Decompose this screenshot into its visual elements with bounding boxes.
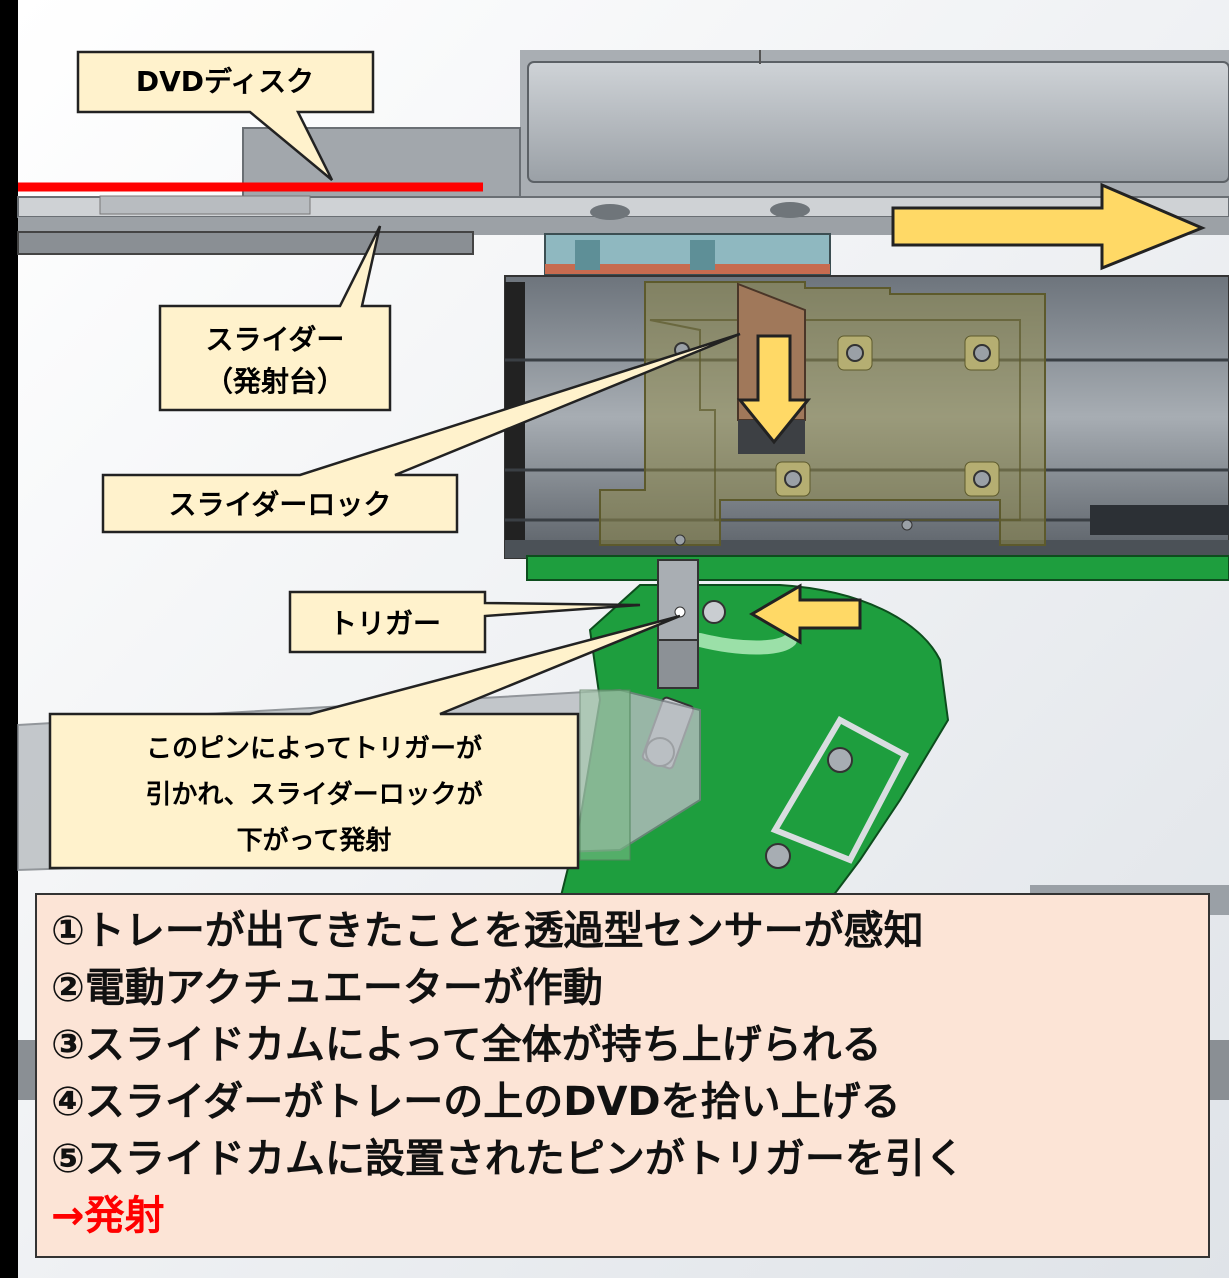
- callout-slider-lock: スライダーロック: [101, 332, 741, 534]
- step-2: ②電動アクチュエーターが作動: [51, 965, 603, 1011]
- step-1: ①トレーが出てきたことを透過型センサーが感知: [51, 908, 924, 954]
- label-pin-line2: 引かれ、スライダーロックが: [145, 779, 482, 810]
- label-trigger: トリガー: [329, 607, 441, 640]
- upper-mechanism: [544, 233, 831, 275]
- label-slider-line2: （発射台）: [205, 365, 345, 398]
- callout-dvd-disc: DVDディスク: [76, 50, 375, 181]
- slider-carriage: [599, 281, 1046, 546]
- label-pin-line3: 下がって発射: [237, 825, 392, 856]
- step-5: ⑤スライドカムに設置されたピンがトリガーを引く: [51, 1136, 965, 1182]
- result-fire: →発射: [51, 1193, 165, 1239]
- arrow-left-icon: [749, 583, 862, 645]
- arrow-down-icon: [736, 334, 812, 445]
- arrow-right-icon: [891, 182, 1206, 271]
- green-base: [526, 555, 1229, 581]
- callout-trigger: トリガー: [288, 590, 641, 654]
- label-slider-line1: スライダー: [206, 323, 345, 356]
- callout-pin: このピンによってトリガーが 引かれ、スライダーロックが 下がって発射: [48, 614, 681, 870]
- callout-slider: スライダー （発射台）: [158, 225, 392, 412]
- top-housing: [520, 50, 1229, 200]
- label-dvd-disc: DVDディスク: [136, 65, 314, 98]
- step-4: ④スライダーがトレーの上のDVDを拾い上げる: [51, 1079, 901, 1125]
- step-3: ③スライドカムによって全体が持ち上げられる: [51, 1022, 882, 1068]
- steps-panel: ①トレーが出てきたことを透過型センサーが感知 ②電動アクチュエーターが作動 ③ス…: [35, 893, 1210, 1258]
- label-pin-line1: このピンによってトリガーが: [146, 733, 482, 764]
- label-slider-lock: スライダーロック: [169, 488, 392, 521]
